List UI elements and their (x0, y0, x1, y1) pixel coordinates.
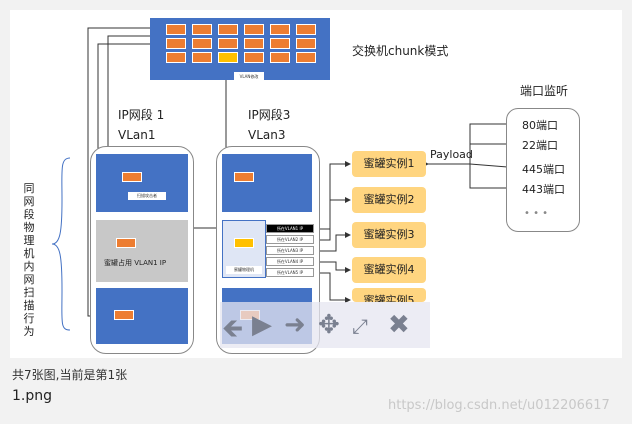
switch-port (192, 52, 212, 63)
vlan3-honeypot-label: 蜜罐物理机 (226, 266, 262, 274)
vlan1-scanner-host (96, 154, 188, 212)
switch-port (296, 24, 316, 35)
watermark: https://blog.csdn.net/u012206617 (388, 398, 610, 413)
switch-port (244, 24, 264, 35)
switch-port (270, 38, 290, 49)
switch-port (192, 24, 212, 35)
honeypot-instance: 蜜罐实例5 (352, 288, 426, 302)
honeypot-physical-icon (234, 238, 254, 248)
switch-port (166, 38, 186, 49)
play-icon[interactable]: ▶ (252, 310, 272, 340)
port-item: 443端口 (522, 183, 565, 196)
honeypot-instance: 蜜罐实例3 (352, 222, 426, 248)
close-icon[interactable]: ✖ (388, 310, 410, 340)
honeypot-pc-icon (116, 238, 136, 248)
port-item: 80端口 (522, 119, 558, 132)
vlan3-ip-item: 所在VLAN4 IP (266, 257, 314, 266)
move-icon[interactable]: ✥ (318, 310, 340, 340)
payload-label: Payload (430, 148, 473, 161)
switch-port (218, 52, 238, 63)
ports-title: 端口监听 (520, 84, 569, 98)
switch-port (270, 24, 290, 35)
segment3-vlan-label: VLan3 (248, 128, 286, 142)
vlan3-host-1 (222, 154, 312, 212)
segment1-ip-label: IP网段 1 (118, 108, 165, 122)
switch-port (166, 52, 186, 63)
vlan3-ip-item: 所在VLAN3 IP (266, 246, 314, 255)
vlan1-honeypot-host (96, 220, 188, 282)
arrow-left-icon[interactable]: 🡸 (222, 314, 244, 344)
switch-port (270, 52, 290, 63)
image-counter: 共7张图,当前是第1张 (12, 368, 128, 382)
scanner-label: 扫描攻击者 (128, 192, 166, 200)
arrow-right-icon[interactable]: ➜ (284, 310, 306, 340)
honeypot-instance: 蜜罐实例2 (352, 187, 426, 213)
switch-port (218, 24, 238, 35)
viewer-toolbar (220, 302, 430, 348)
port-listening-box (506, 108, 580, 232)
switch-port (192, 38, 212, 49)
honeypot-instance: 蜜罐实例4 (352, 257, 426, 283)
vlan1-host-3 (96, 288, 188, 344)
honeypot-instance: 蜜罐实例1 (352, 151, 426, 177)
vlan3-ip-item: 所在VLAN5 IP (266, 268, 314, 277)
vlan3-ip-item: 所在VLAN2 IP (266, 235, 314, 244)
port-item: 22端口 (522, 139, 558, 152)
switch-title: 交换机chunk模式 (352, 44, 449, 58)
switch-port (296, 52, 316, 63)
switch-port (244, 52, 264, 63)
host3-pc-icon (114, 310, 134, 320)
port-item: 445端口 (522, 163, 565, 176)
ports-more: • • • (524, 208, 549, 219)
segment1-vlan-label: VLan1 (118, 128, 156, 142)
vlan3-ip-item: 所在VLAN1 IP (266, 224, 314, 233)
side-label: 同网段物理机内网扫描行为 (23, 182, 35, 338)
switch-port (244, 38, 264, 49)
resize-icon[interactable]: ⤢ (352, 314, 368, 338)
vlan3-pc-icon (234, 172, 254, 182)
switch-port (296, 38, 316, 49)
segment3-ip-label: IP网段3 (248, 108, 291, 122)
switch-port (218, 38, 238, 49)
vlan1-honeypot-label: 蜜罐占用 VLAN1 IP (104, 259, 167, 267)
vlan-modify-tag: VLAN修改 (234, 72, 264, 81)
switch-port (166, 24, 186, 35)
image-filename: 1.png (12, 388, 53, 404)
scanner-pc-icon (122, 172, 142, 182)
